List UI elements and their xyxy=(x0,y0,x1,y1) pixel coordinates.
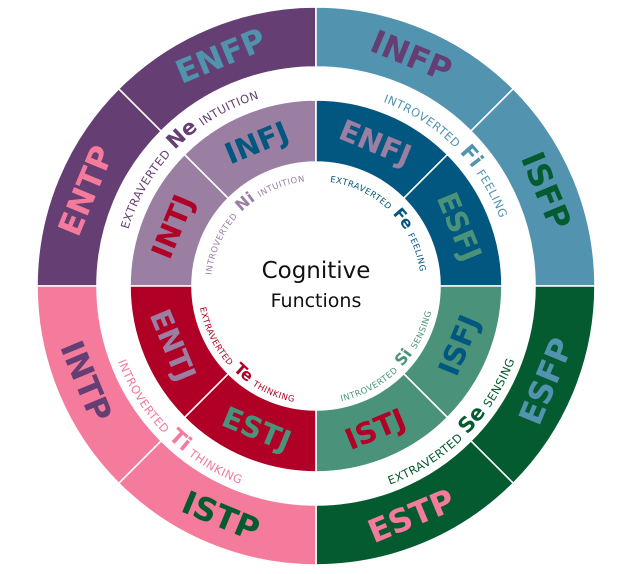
function-name: FEELING xyxy=(405,232,427,273)
inner_ring-sector-entj xyxy=(129,285,230,419)
function-name: INTUITION xyxy=(256,175,305,200)
center-title-line1: Cognitive xyxy=(262,258,371,284)
outer_ring-sector-intp xyxy=(36,285,163,485)
center-title-line2: Functions xyxy=(271,290,362,312)
ring-sectors xyxy=(36,6,596,566)
